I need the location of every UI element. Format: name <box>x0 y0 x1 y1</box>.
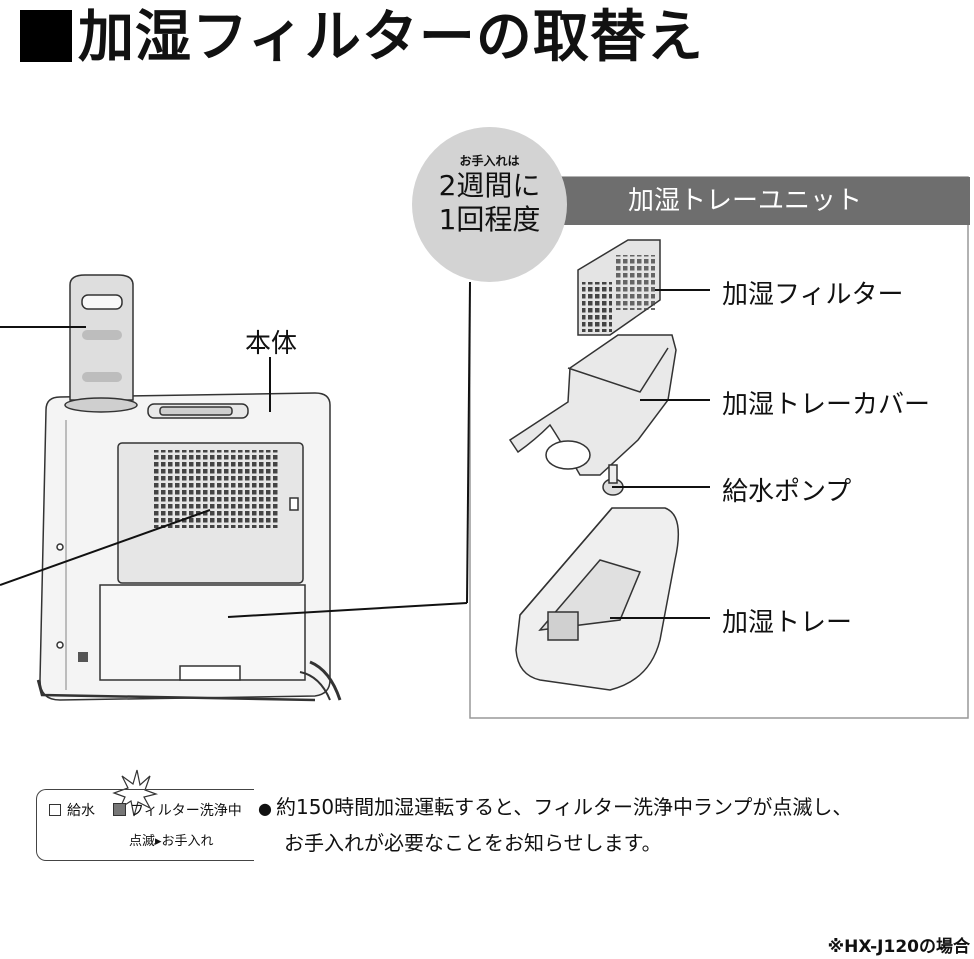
tray-cover-illustration <box>508 334 677 476</box>
badge-line1: 2週間に <box>438 169 541 202</box>
note-line2: お手入れが必要なことをお知らせします。 <box>284 831 662 855</box>
model-footnote: ※HX-J120の場合 <box>827 937 970 957</box>
label-humidifier-filter: 加湿フィルター <box>722 280 904 310</box>
water-supply-lamp-icon <box>49 804 61 816</box>
filter-cleaning-lamp-icon <box>113 803 126 816</box>
note-line1: 約150時間加湿運転すると、フィルター洗浄中ランプが点滅し、 <box>275 795 853 819</box>
label-tray: 加湿トレー <box>722 608 853 638</box>
black-square-icon <box>20 10 72 62</box>
panel-row1: 給水 フィルター洗浄中 <box>49 800 242 820</box>
badge-line2: 1回程度 <box>438 203 541 236</box>
care-frequency-badge: お手入れは 2週間に 1回程度 <box>412 127 567 282</box>
care-note: ●約150時間加湿運転すると、フィルター洗浄中ランプが点滅し、 お手入れが必要な… <box>258 790 852 860</box>
filter-illustration <box>577 239 661 336</box>
label-water-pump: 給水ポンプ <box>722 477 852 507</box>
bullet-icon: ● <box>258 799 272 818</box>
tray-illustration <box>515 507 680 691</box>
page-title: 加湿フィルターの取替え <box>20 2 704 74</box>
filter-cleaning-label: フィルター洗浄中 <box>130 803 242 819</box>
blink-care-label: 点滅▸お手入れ <box>129 834 214 849</box>
label-tray-cover: 加湿トレーカバー <box>722 390 931 420</box>
badge-small-text: お手入れは <box>459 154 520 168</box>
water-supply-label: 給水 <box>67 803 95 819</box>
control-panel-illustration: 給水 フィルター洗浄中 点滅▸お手入れ <box>36 789 254 861</box>
body-leader-lines <box>0 281 471 618</box>
unit-header: 加湿トレーユニット <box>560 177 970 225</box>
parts-leader-lines <box>610 289 710 619</box>
page-title-text: 加湿フィルターの取替え <box>78 5 704 70</box>
label-body: 本体 <box>245 329 298 359</box>
humidifier-body-illustration <box>36 274 342 702</box>
